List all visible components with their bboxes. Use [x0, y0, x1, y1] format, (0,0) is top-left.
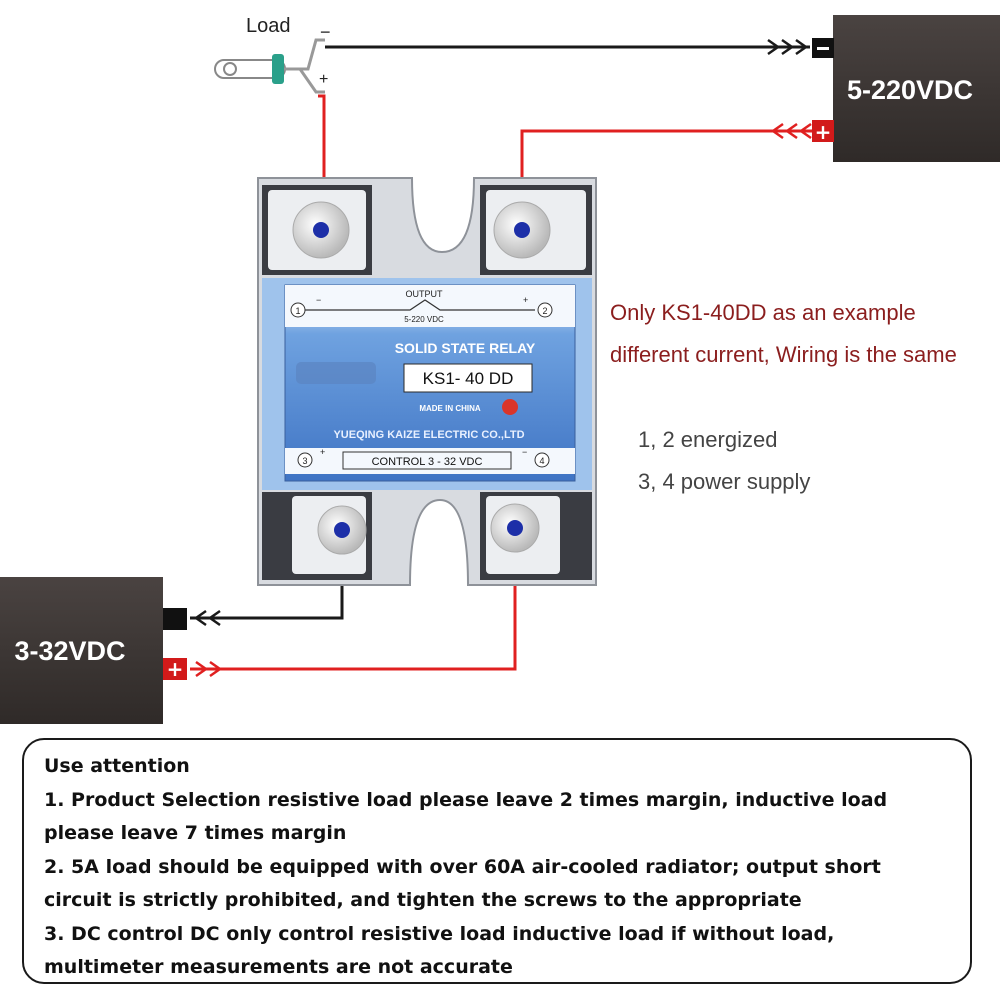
note-wiring-same: different current, Wiring is the same — [610, 342, 957, 367]
wiring-diagram: Load − + − + 5-220VDC − + 3-32VDC — [0, 15, 1000, 724]
attention-item-3: 3. DC control DC only control resistive … — [44, 922, 835, 979]
note-example: Only KS1-40DD as an example — [610, 300, 916, 325]
control-supply-plus: + — [167, 657, 184, 681]
use-attention-box: Use attention 1. Product Selection resis… — [22, 738, 972, 984]
load-minus-sign: − — [320, 22, 331, 42]
relay-sign-minus-bottom: − — [522, 447, 527, 457]
relay-sign-plus-bottom: + — [320, 447, 325, 457]
relay-output-label: OUTPUT — [406, 289, 444, 299]
relay-made-in: MADE IN CHINA — [419, 404, 481, 413]
relay-title: SOLID STATE RELAY — [395, 340, 536, 356]
load-plus-sign: + — [319, 71, 328, 88]
attention-item-2: 2. 5A load should be equipped with over … — [44, 855, 881, 912]
relay-terminal-4: 4 — [539, 456, 544, 466]
relay-model: KS1- 40 DD — [423, 369, 514, 388]
attention-title: Use attention — [44, 755, 190, 777]
relay-control: CONTROL 3 - 32 VDC — [372, 456, 483, 468]
relay-sign-plus-top: + — [523, 295, 528, 305]
output-supply-label: 5-220VDC — [847, 75, 973, 105]
relay-maker: YUEQING KAIZE ELECTRIC CO.,LTD — [333, 429, 524, 441]
relay-output-range: 5-220 VDC — [404, 315, 444, 324]
control-supply-label: 3-32VDC — [14, 636, 125, 666]
load-element — [214, 38, 325, 94]
attention-item-1: 1. Product Selection resistive load plea… — [44, 788, 888, 845]
relay-terminal-2: 2 — [542, 306, 547, 316]
solid-state-relay — [257, 177, 597, 586]
output-supply-box — [812, 15, 1000, 162]
note-energized: 1, 2 energized — [638, 427, 778, 452]
control-supply-box — [0, 577, 187, 724]
relay-sign-minus-top: − — [316, 295, 321, 305]
load-label: Load — [246, 15, 291, 37]
output-supply-plus: + — [815, 120, 832, 144]
note-power-supply: 3, 4 power supply — [638, 469, 811, 494]
relay-terminal-1: 1 — [295, 306, 300, 316]
relay-terminal-3: 3 — [302, 456, 307, 466]
wire-arrows — [193, 38, 812, 678]
